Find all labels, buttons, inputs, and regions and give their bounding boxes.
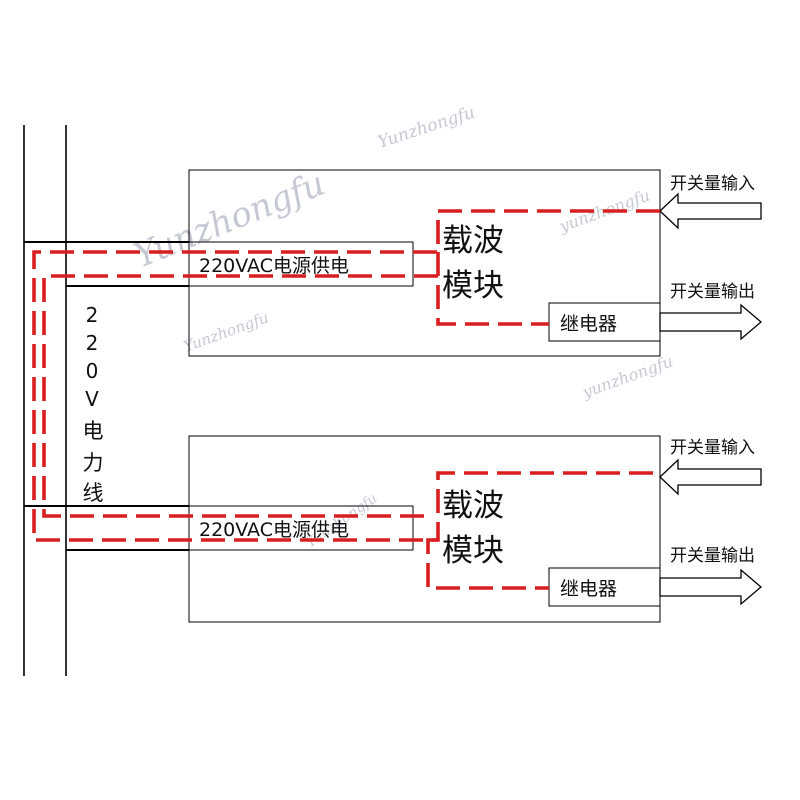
switch-output-label: 开关量输出	[670, 282, 755, 302]
signal-path-unit-2-return	[426, 538, 549, 590]
device-unit-1: 220VAC电源供电 继电器 载波 模块 开关量输入 开关量输出	[24, 169, 763, 357]
power-line-label-char: 电	[83, 419, 104, 443]
switch-output-label: 开关量输出	[670, 546, 755, 566]
power-line-label-char: 线	[83, 481, 104, 505]
power-supply-box	[188, 241, 414, 287]
carrier-module-label: 载波	[442, 488, 504, 524]
output-arrow-icon	[659, 303, 763, 341]
power-line	[23, 125, 67, 676]
output-arrow-icon	[659, 568, 763, 606]
power-line-label-char: V	[85, 387, 99, 411]
switch-input-label: 开关量输入	[670, 438, 755, 458]
relay-label: 继电器	[560, 578, 617, 600]
power-line-label-char: 2	[86, 331, 99, 355]
carrier-module-label: 模块	[442, 533, 504, 569]
power-supply-box	[188, 505, 414, 551]
signal-path-neutral	[42, 274, 438, 518]
power-line-label-char: 0	[86, 359, 99, 383]
power-line-label-char: 力	[83, 451, 104, 475]
signal-path	[32, 209, 660, 590]
power-supply-label: 220VAC电源供电	[199, 519, 349, 541]
power-supply-label: 220VAC电源供电	[199, 255, 349, 277]
input-arrow-icon	[659, 458, 762, 496]
power-line-label-char: 2	[86, 303, 99, 327]
carrier-module-label: 模块	[442, 268, 504, 304]
carrier-module-label: 载波	[442, 223, 504, 259]
signal-path-unit-1	[32, 209, 660, 542]
switch-input-label: 开关量输入	[670, 174, 755, 194]
input-arrow-icon	[659, 192, 762, 230]
device-unit-2: 220VAC电源供电 继电器 载波 模块 开关量输入 开关量输出	[24, 435, 763, 623]
relay-label: 继电器	[560, 313, 617, 335]
power-line-label: 2 2 0 V 电 力 线	[83, 303, 104, 505]
